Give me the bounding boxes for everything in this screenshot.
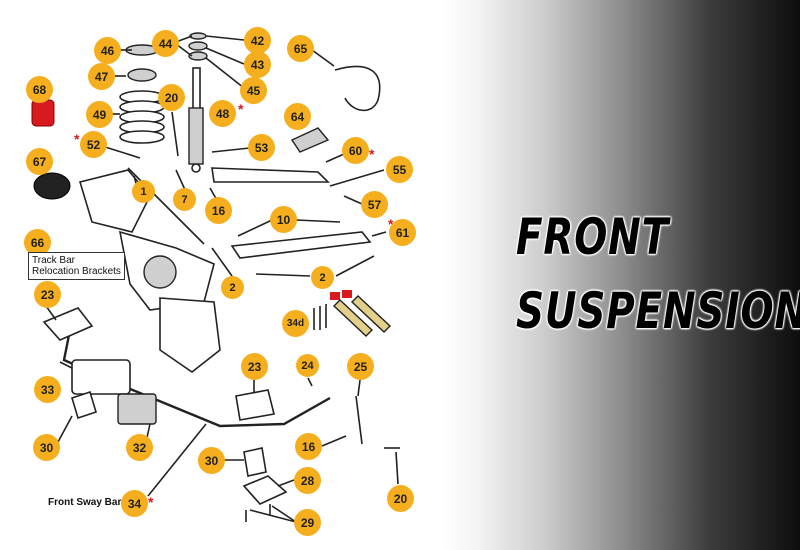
callout-30-right: 30 (198, 447, 225, 474)
gradient-background (440, 0, 800, 550)
callout-68: 68 (26, 76, 53, 103)
track-bar-caption-line1: Track Bar (32, 255, 75, 266)
callout-48: 48 (209, 100, 236, 127)
callout-53: 53 (248, 134, 275, 161)
bracket-center-part (235, 389, 275, 421)
callout-43: 43 (244, 51, 271, 78)
callout-24: 24 (296, 354, 319, 377)
red-bushing-part (31, 99, 55, 127)
callout-64: 64 (284, 103, 311, 130)
brake-cable-part (334, 65, 381, 112)
callout-60: 60 (342, 137, 369, 164)
callout-28: 28 (294, 467, 321, 494)
sway-bar-link-part (355, 395, 363, 445)
callout-20-lower: 20 (387, 485, 414, 512)
callout-45: 45 (240, 77, 267, 104)
callout-46: 46 (94, 37, 121, 64)
track-bar-caption-line2: Relocation Brackets (32, 266, 121, 277)
callout-10: 10 (270, 206, 297, 233)
disconnect-box-part (117, 393, 157, 425)
callout-25: 25 (347, 353, 374, 380)
asterisk-60: * (369, 146, 375, 162)
black-bushing-part (33, 172, 71, 200)
callout-16-lower: 16 (295, 433, 322, 460)
callout-67: 67 (26, 148, 53, 175)
callout-2-right: 2 (311, 266, 334, 289)
bolt-part (171, 111, 179, 157)
bracket-28-part (242, 475, 288, 505)
title-suspension: SUSPENSION (516, 282, 800, 340)
callout-66: 66 (24, 229, 51, 256)
parts-diagram-panel: 46 44 42 43 45 65 68 47 20 49 48 * 64 * … (24, 27, 416, 536)
shock-absorber-part (188, 32, 208, 173)
callout-30-left: 30 (33, 434, 60, 461)
spring-spacer-part (127, 68, 157, 82)
callout-7: 7 (173, 188, 196, 211)
callout-34d: 34d (282, 310, 309, 337)
callout-20-upper: 20 (158, 84, 185, 111)
callout-44: 44 (152, 30, 179, 57)
bushing-clamp-right-part (243, 447, 267, 477)
callout-57: 57 (361, 191, 388, 218)
axle-assembly-part (78, 169, 221, 373)
callout-23-center: 23 (241, 353, 268, 380)
asterisk-48: * (238, 101, 244, 117)
callout-23-left: 23 (34, 281, 61, 308)
callout-47: 47 (88, 63, 115, 90)
sway-bar-part (62, 319, 331, 428)
asterisk-34: * (148, 494, 154, 510)
callout-2-left: 2 (221, 276, 244, 299)
callout-1: 1 (132, 180, 155, 203)
hardware-kit-part (313, 290, 392, 337)
track-bar-caption: Track Bar Relocation Brackets (28, 252, 125, 280)
callout-52: 52 (80, 131, 107, 158)
front-sway-bar-caption: Front Sway Bar (48, 497, 122, 508)
callout-29: 29 (294, 509, 321, 536)
callout-55: 55 (386, 156, 413, 183)
callout-61: 61 (389, 219, 416, 246)
callout-32: 32 (126, 434, 153, 461)
bracket-part (290, 127, 330, 153)
upper-control-arm-part (211, 167, 330, 183)
bracket-left-part (42, 307, 94, 341)
callout-16-upper: 16 (205, 197, 232, 224)
callout-65: 65 (287, 35, 314, 62)
bushing-clamp-left-part (71, 390, 97, 420)
callout-42: 42 (244, 27, 271, 54)
lower-control-arm-part (230, 231, 372, 259)
callout-49: 49 (86, 101, 113, 128)
callout-33: 33 (34, 376, 61, 403)
sway-bar-block-part (71, 359, 131, 395)
callout-34: 34 (121, 490, 148, 517)
suspension-parts-drawing (31, 32, 400, 523)
asterisk-52: * (74, 131, 80, 147)
title-front: FRONT (516, 208, 669, 266)
